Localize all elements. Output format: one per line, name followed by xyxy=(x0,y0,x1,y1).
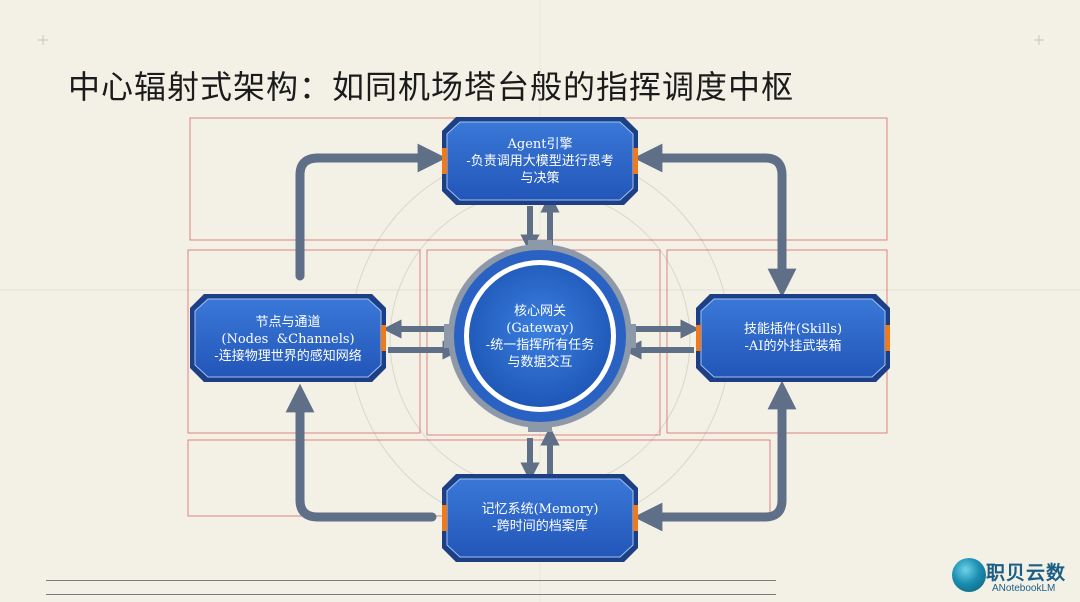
memory-description: -跨时间的档案库 xyxy=(492,519,588,534)
skills-label: 技能插件(Skills) -AI的外挂武装箱 xyxy=(703,321,883,355)
memory-title: 记忆系统(Memory) xyxy=(481,502,599,517)
brand-name: 职贝云数 xyxy=(986,563,1067,584)
gateway-notch-bottom xyxy=(528,424,552,432)
gateway-notch-left xyxy=(444,324,452,348)
skills-accent-left xyxy=(696,325,701,351)
nodes-channels-node xyxy=(190,294,386,382)
footer-divider xyxy=(46,580,776,581)
nodes-accent-right xyxy=(381,325,386,351)
agent-description-line1: -负责调用大模型进行思考 xyxy=(466,154,614,169)
memory-accent-left xyxy=(442,505,447,531)
gateway-notch-top xyxy=(528,240,552,248)
agent-accent-left xyxy=(442,148,447,174)
page-title: 中心辐射式架构：如同机场塔台般的指挥调度中枢 xyxy=(68,68,795,106)
gateway-core xyxy=(469,265,611,407)
brand-watermark: 职贝云数 ANotebookLM xyxy=(952,556,1076,598)
connector-memory-skills xyxy=(633,380,797,532)
gateway-description-line1: -统一指挥所有任务 xyxy=(485,338,595,353)
agent-description-line2: 与决策 xyxy=(520,171,560,186)
nodes-channels-description: -连接物理世界的感知网络 xyxy=(214,349,362,364)
gateway-subtitle: (Gateway) xyxy=(506,321,574,336)
skills-accent-right xyxy=(885,325,890,351)
gateway-label: 核心网关 (Gateway) -统一指挥所有任务 与数据交互 xyxy=(470,303,610,371)
agent-node xyxy=(442,117,638,205)
connector-nodes-to-agent xyxy=(295,143,447,281)
memory-label: 记忆系统(Memory) -跨时间的档案库 xyxy=(450,501,630,535)
skills-node xyxy=(696,294,890,382)
nodes-channels-title: 节点与通道 xyxy=(255,315,321,330)
nodes-box-body xyxy=(194,298,382,378)
brand-logo-icon xyxy=(952,558,986,592)
footer-divider-lower xyxy=(46,594,776,595)
agent-accent-right xyxy=(633,148,638,174)
brand-subtitle: ANotebookLM xyxy=(992,583,1056,594)
gateway-notch-right xyxy=(628,324,636,348)
connector-agent-skills xyxy=(633,143,797,298)
agent-label: Agent引擎 -负责调用大模型进行思考 与决策 xyxy=(450,136,630,187)
outer-connectors xyxy=(285,143,797,532)
nodes-channels-label: 节点与通道 (Nodes &Channels) -连接物理世界的感知网络 xyxy=(197,314,379,365)
gateway-node xyxy=(444,240,636,432)
gateway-title: 核心网关 xyxy=(513,304,566,319)
skills-title: 技能插件(Skills) xyxy=(743,322,843,337)
memory-accent-right xyxy=(633,505,638,531)
agent-title: Agent引擎 xyxy=(507,137,573,152)
nodes-channels-subtitle: (Nodes &Channels) xyxy=(221,332,355,347)
connector-memory-to-nodes xyxy=(285,383,437,522)
skills-description: -AI的外挂武装箱 xyxy=(744,339,842,354)
memory-node xyxy=(442,474,638,562)
gateway-description-line2: 与数据交互 xyxy=(507,355,573,370)
